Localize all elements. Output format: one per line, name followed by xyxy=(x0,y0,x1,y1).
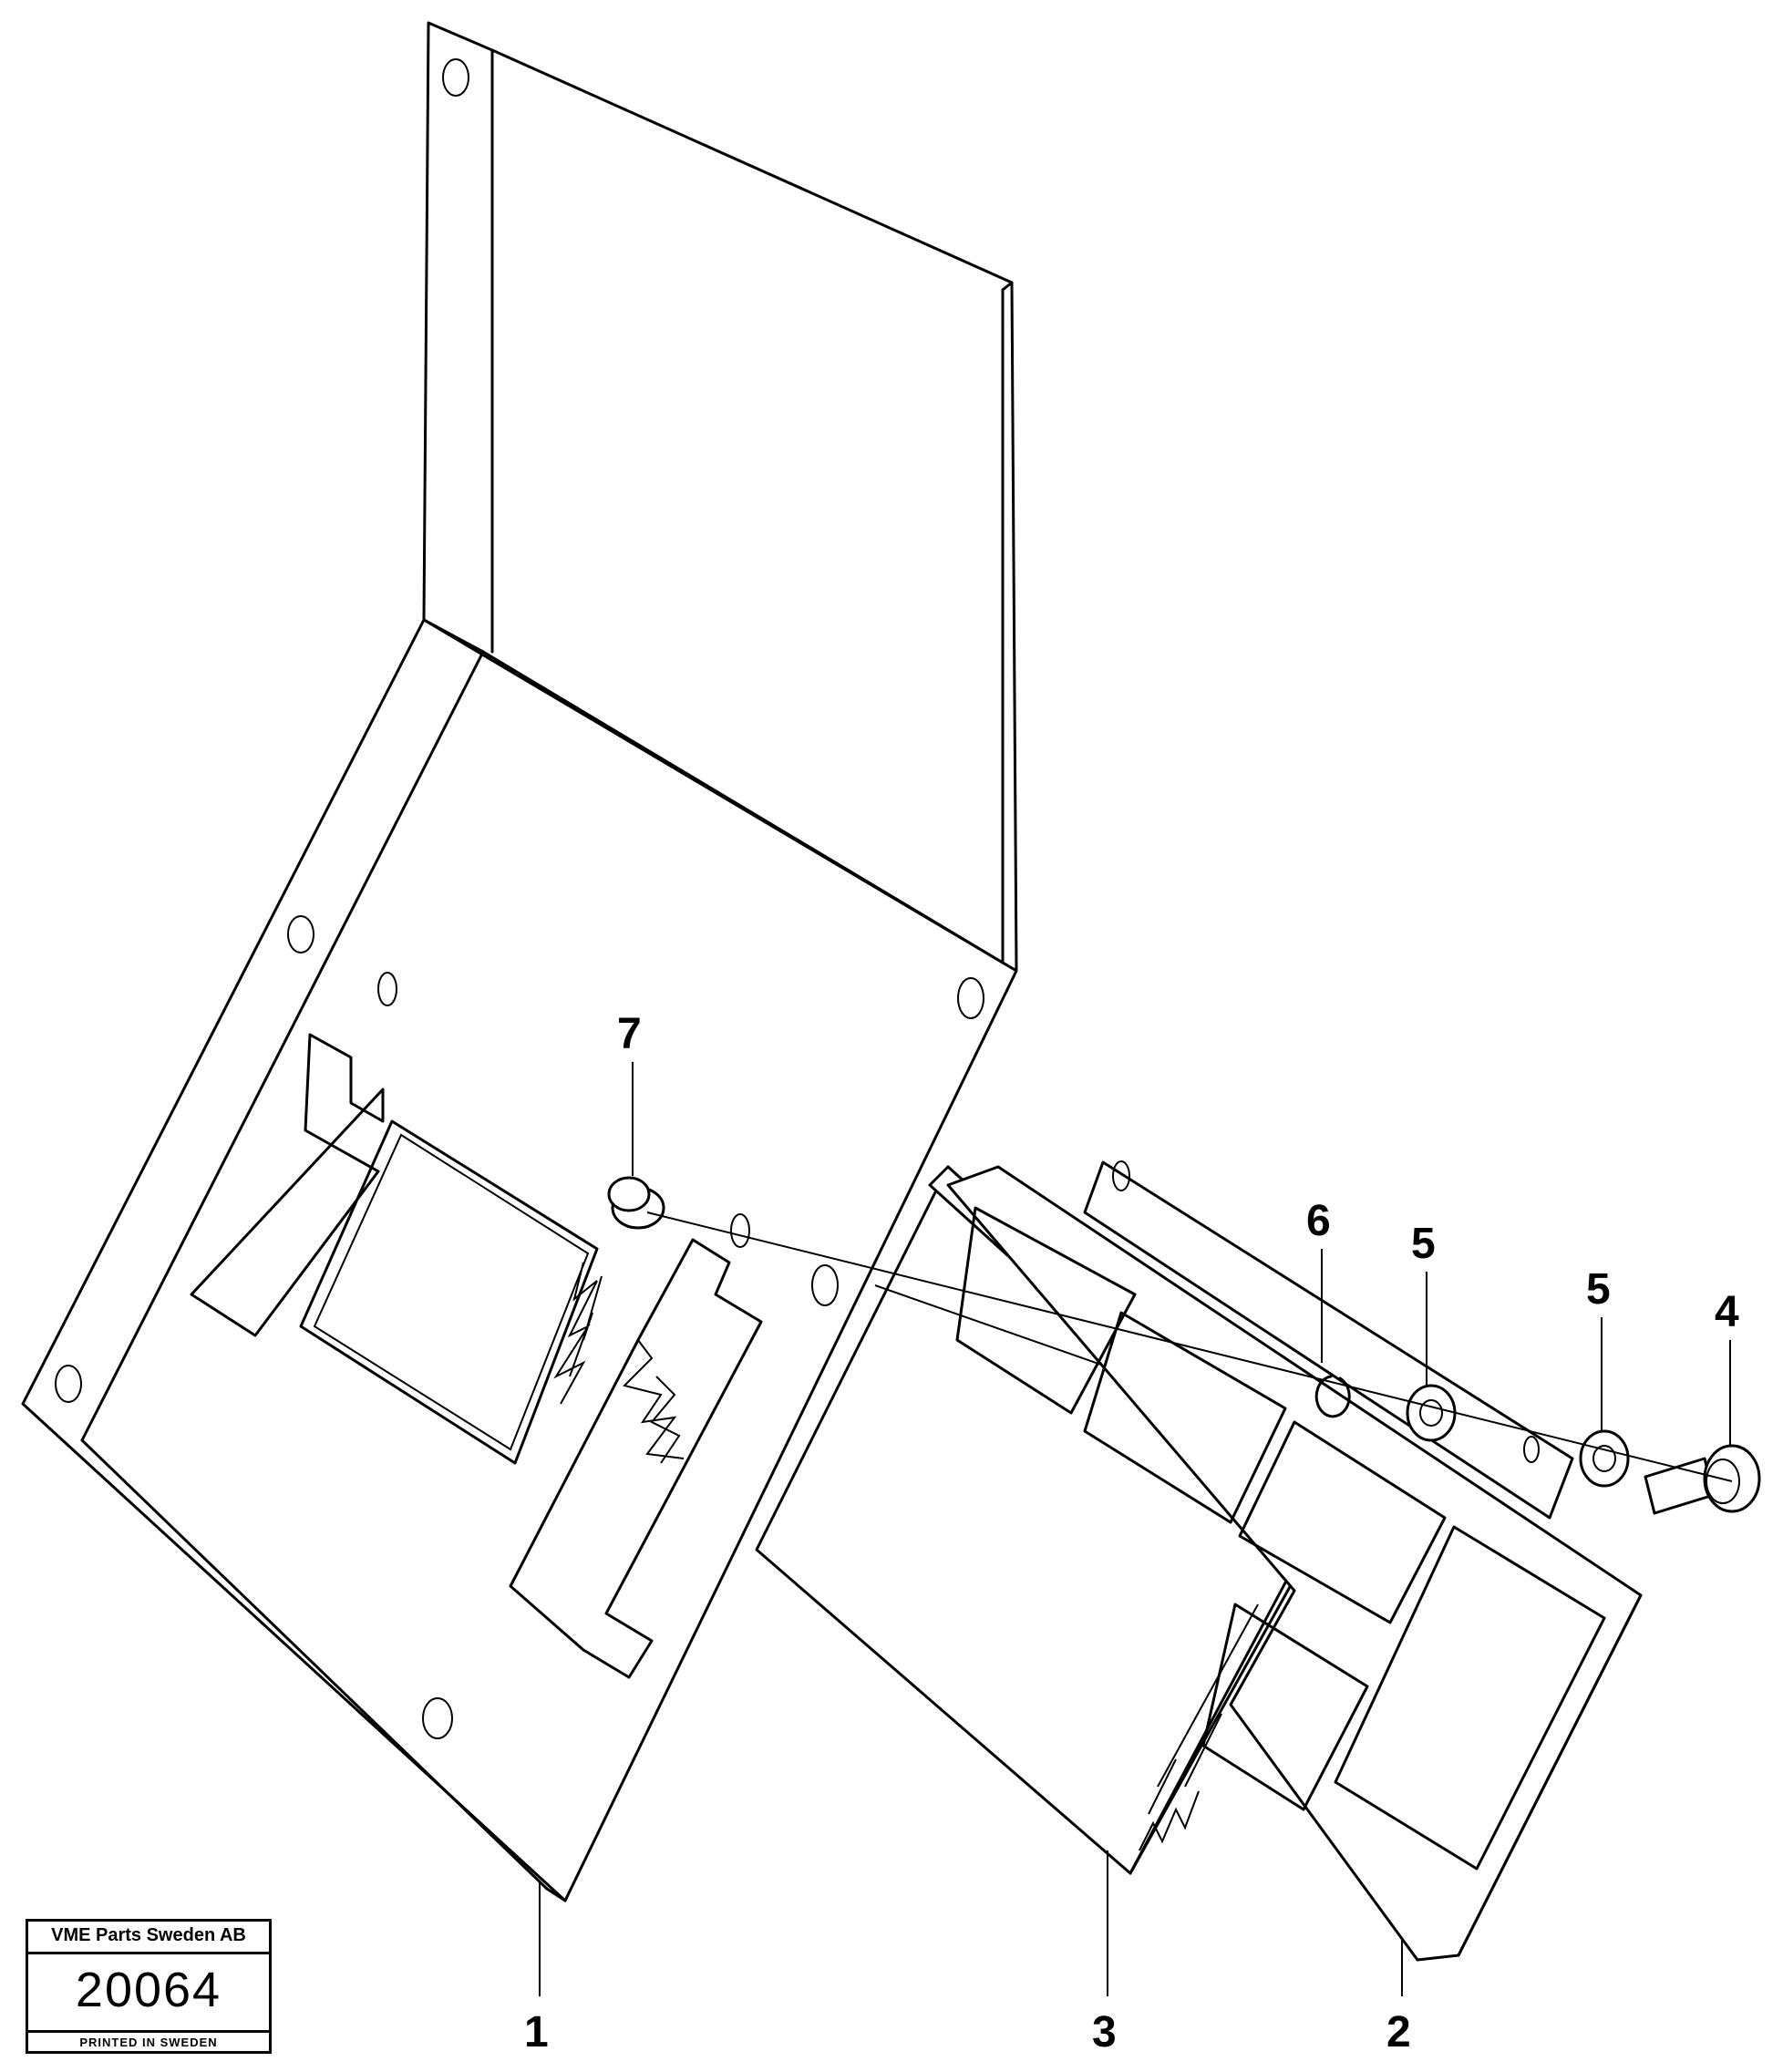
assembly-axis xyxy=(646,1211,1733,1482)
hole xyxy=(442,58,469,97)
hole xyxy=(55,1365,82,1403)
washer-part-5-a xyxy=(1406,1384,1457,1442)
publisher-stamp: VME Parts Sweden AB 20064 PRINTED IN SWE… xyxy=(26,1919,272,2054)
washer-part-5-b xyxy=(1579,1429,1630,1488)
hole xyxy=(957,977,984,1019)
callout-1: 1 xyxy=(524,2008,549,2057)
hole xyxy=(811,1264,839,1306)
callout-3: 3 xyxy=(1092,2008,1117,2057)
hole xyxy=(422,1697,453,1739)
callout-5-a: 5 xyxy=(1411,1220,1436,1268)
hole xyxy=(377,972,397,1006)
clip-part-7 xyxy=(607,1176,750,1248)
hole xyxy=(1112,1160,1130,1191)
callout-6: 6 xyxy=(1306,1197,1331,1245)
hole xyxy=(1523,1436,1540,1463)
callout-5-b: 5 xyxy=(1586,1265,1611,1314)
ring-part-6 xyxy=(1314,1375,1351,1418)
callout-2: 2 xyxy=(1386,2008,1411,2057)
callout-7: 7 xyxy=(617,1010,642,1058)
bolt-part-4 xyxy=(1644,1444,1761,1515)
stamp-printed: PRINTED IN SWEDEN xyxy=(28,2030,269,2051)
stamp-company: VME Parts Sweden AB xyxy=(28,1925,269,1954)
callout-4: 4 xyxy=(1715,1288,1739,1336)
stamp-number: 20064 xyxy=(75,1963,222,2017)
cover-plate-part-1 xyxy=(21,21,1018,1902)
hole xyxy=(287,915,314,954)
